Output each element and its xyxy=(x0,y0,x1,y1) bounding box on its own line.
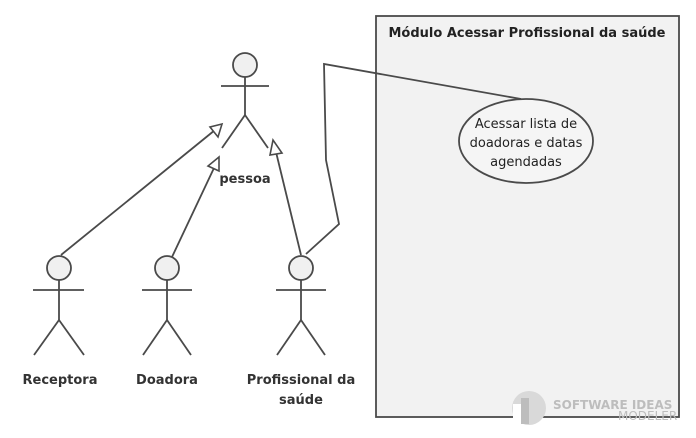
actor-pessoa[interactable]: pessoa xyxy=(219,52,271,187)
system-boundary-title: Módulo Acessar Profissional da saúde xyxy=(389,26,666,41)
software-ideas-watermark: SOFTWARE IDEAS MODELER xyxy=(512,391,677,425)
generalization-receptora[interactable] xyxy=(60,122,224,256)
use-case-label-line3: agendadas xyxy=(490,155,562,170)
actor-profissional-da-saude[interactable]: Profissional da saúde xyxy=(247,255,355,408)
actor-doadora[interactable]: Doadora xyxy=(136,255,198,388)
actor-profissional-label-line1: Profissional da xyxy=(247,373,355,388)
software-ideas-logo-icon xyxy=(512,391,546,425)
use-case-label-line2: doadoras e datas xyxy=(470,136,583,151)
actor-doadora-label: Doadora xyxy=(136,373,198,388)
actor-head xyxy=(154,255,180,281)
use-case-acessar-lista[interactable]: Acessar lista de doadoras e datas agenda… xyxy=(458,98,594,184)
use-case-label-line1: Acessar lista de xyxy=(475,117,577,132)
generalization-doadora[interactable] xyxy=(171,155,220,258)
actor-head xyxy=(232,52,258,78)
watermark-line1: SOFTWARE IDEAS xyxy=(553,398,672,412)
system-boundary[interactable]: Módulo Acessar Profissional da saúde xyxy=(375,15,680,418)
association-line[interactable] xyxy=(305,62,522,255)
actor-receptora[interactable]: Receptora xyxy=(23,255,98,388)
generalization-profissional[interactable] xyxy=(268,137,302,256)
actor-head xyxy=(288,255,314,281)
actor-head xyxy=(46,255,72,281)
actor-receptora-label: Receptora xyxy=(23,373,98,388)
actor-profissional-label-line2: saúde xyxy=(279,393,323,408)
actor-pessoa-label: pessoa xyxy=(219,172,270,187)
watermark-line2: MODELER xyxy=(618,409,677,423)
